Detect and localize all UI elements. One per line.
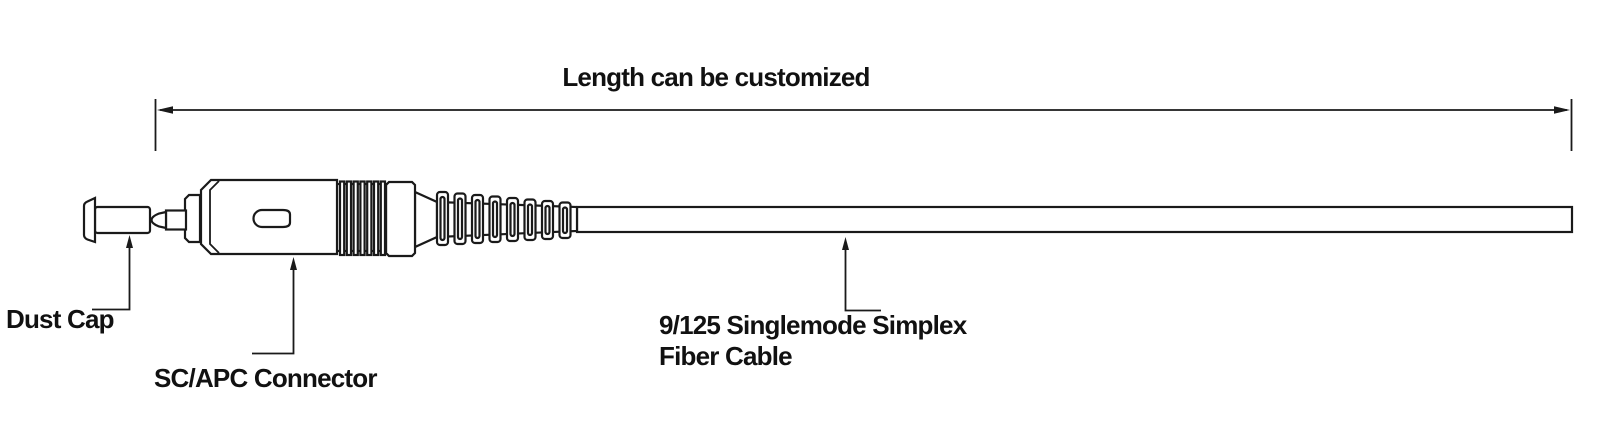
- cable-leader: [842, 237, 881, 312]
- ferrule-flange: [183, 193, 202, 244]
- ferrule-tip: [150, 210, 168, 230]
- length-dimension-label: Length can be customized: [562, 62, 870, 92]
- connector-leader-arrowhead: [290, 257, 297, 270]
- boot-rib-slot: [491, 200, 499, 239]
- crimp-ribs-drawing: [335, 180, 388, 257]
- dimension-arrowhead-right: [1554, 106, 1570, 114]
- collar: [384, 180, 417, 258]
- fiber-cable-label-line1: 9/125 Singlemode Simplex: [659, 310, 967, 340]
- housing-inner-line: [209, 180, 220, 254]
- fiber-cable-label-line2: Fiber Cable: [659, 341, 793, 371]
- dust-cap-drawing: [82, 196, 152, 244]
- ferrule-barrel: [164, 209, 188, 231]
- crimp-rib: [352, 180, 359, 257]
- boot-rib-slot: [439, 195, 446, 242]
- crimp-rib: [345, 180, 353, 257]
- connector-leader: [252, 257, 297, 355]
- crimp-rib: [338, 180, 346, 257]
- dust-cap-flange: [82, 196, 97, 244]
- fiber-cable-label: 9/125 Singlemode Simplex Fiber Cable: [659, 310, 967, 372]
- cable-jacket: [575, 205, 1574, 234]
- dust-cap-body: [93, 205, 152, 235]
- dust-cap-label: Dust Cap: [6, 304, 115, 334]
- boot-rib-slot: [561, 206, 569, 235]
- collar-drawing: [384, 180, 417, 258]
- dust-cap-leader-line: [92, 244, 131, 311]
- cable-leader-line: [844, 246, 881, 312]
- boot-rib-slot: [456, 197, 464, 241]
- crimp-rib: [366, 180, 373, 257]
- boot-taper: [413, 190, 439, 249]
- connector-body-drawing: [199, 178, 339, 256]
- sc-apc-connector-label: SC/APC Connector: [154, 363, 377, 393]
- dust-cap-leader: [92, 235, 133, 311]
- ferrule-drawing: [150, 193, 202, 244]
- dimension-arrowhead-left: [157, 106, 173, 114]
- dust-cap-leader-arrowhead: [126, 235, 133, 248]
- crimp-rib: [359, 180, 366, 257]
- boot-rib-slot: [509, 201, 516, 238]
- dimension-line: [154, 99, 1573, 151]
- boot-rib-slot: [526, 203, 534, 237]
- connector-leader-line: [252, 266, 295, 355]
- crimp-rib: [372, 180, 380, 257]
- housing-key-slot: [252, 208, 292, 229]
- strain-relief-boot-drawing: [413, 190, 579, 249]
- fiber-cable-drawing: [575, 205, 1574, 234]
- boot-rib-slot: [474, 198, 481, 240]
- boot-rib-slot: [544, 204, 551, 236]
- crimp-rib: [379, 180, 387, 257]
- cable-leader-arrowhead: [842, 237, 849, 250]
